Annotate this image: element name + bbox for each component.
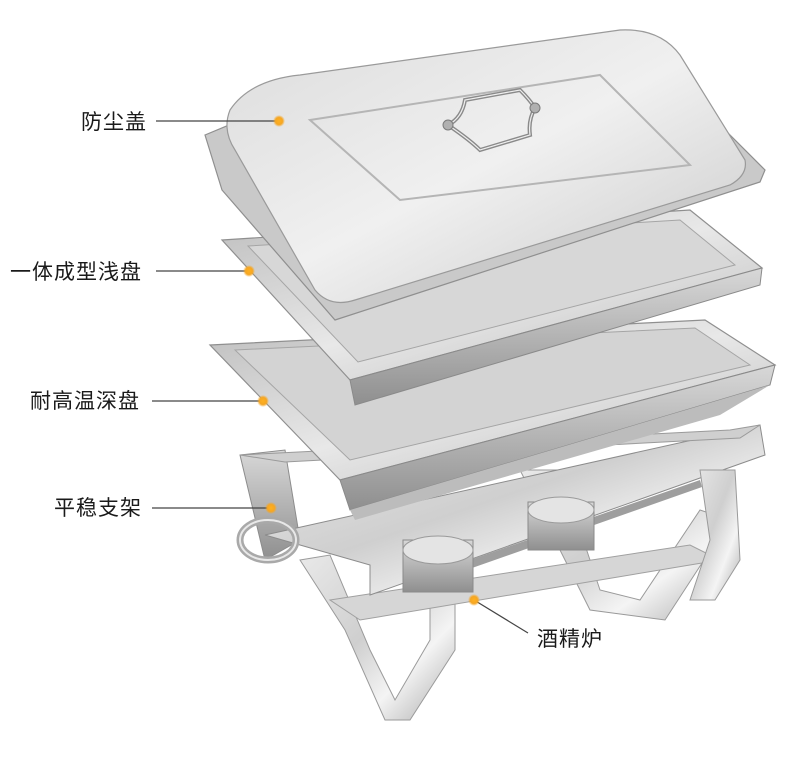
dot-deep-tray: [257, 395, 269, 407]
leader-line-burner: [473, 599, 529, 634]
dot-stand: [265, 502, 277, 514]
dot-shallow-tray: [243, 265, 255, 277]
callout-leaders: [152, 115, 529, 634]
label-alcohol-burner: 酒精炉: [537, 627, 603, 651]
label-heat-resistant-deep-tray: 耐高温深盘: [30, 389, 140, 413]
label-integrated-shallow-tray: 一体成型浅盘: [10, 260, 142, 284]
alcohol-burners: [402, 496, 595, 593]
label-stable-stand: 平稳支架: [54, 496, 142, 520]
dot-burner: [468, 594, 480, 606]
dot-dust-cover: [273, 115, 285, 127]
label-dust-cover: 防尘盖: [81, 110, 147, 134]
dust-cover-lid: [204, 29, 766, 321]
